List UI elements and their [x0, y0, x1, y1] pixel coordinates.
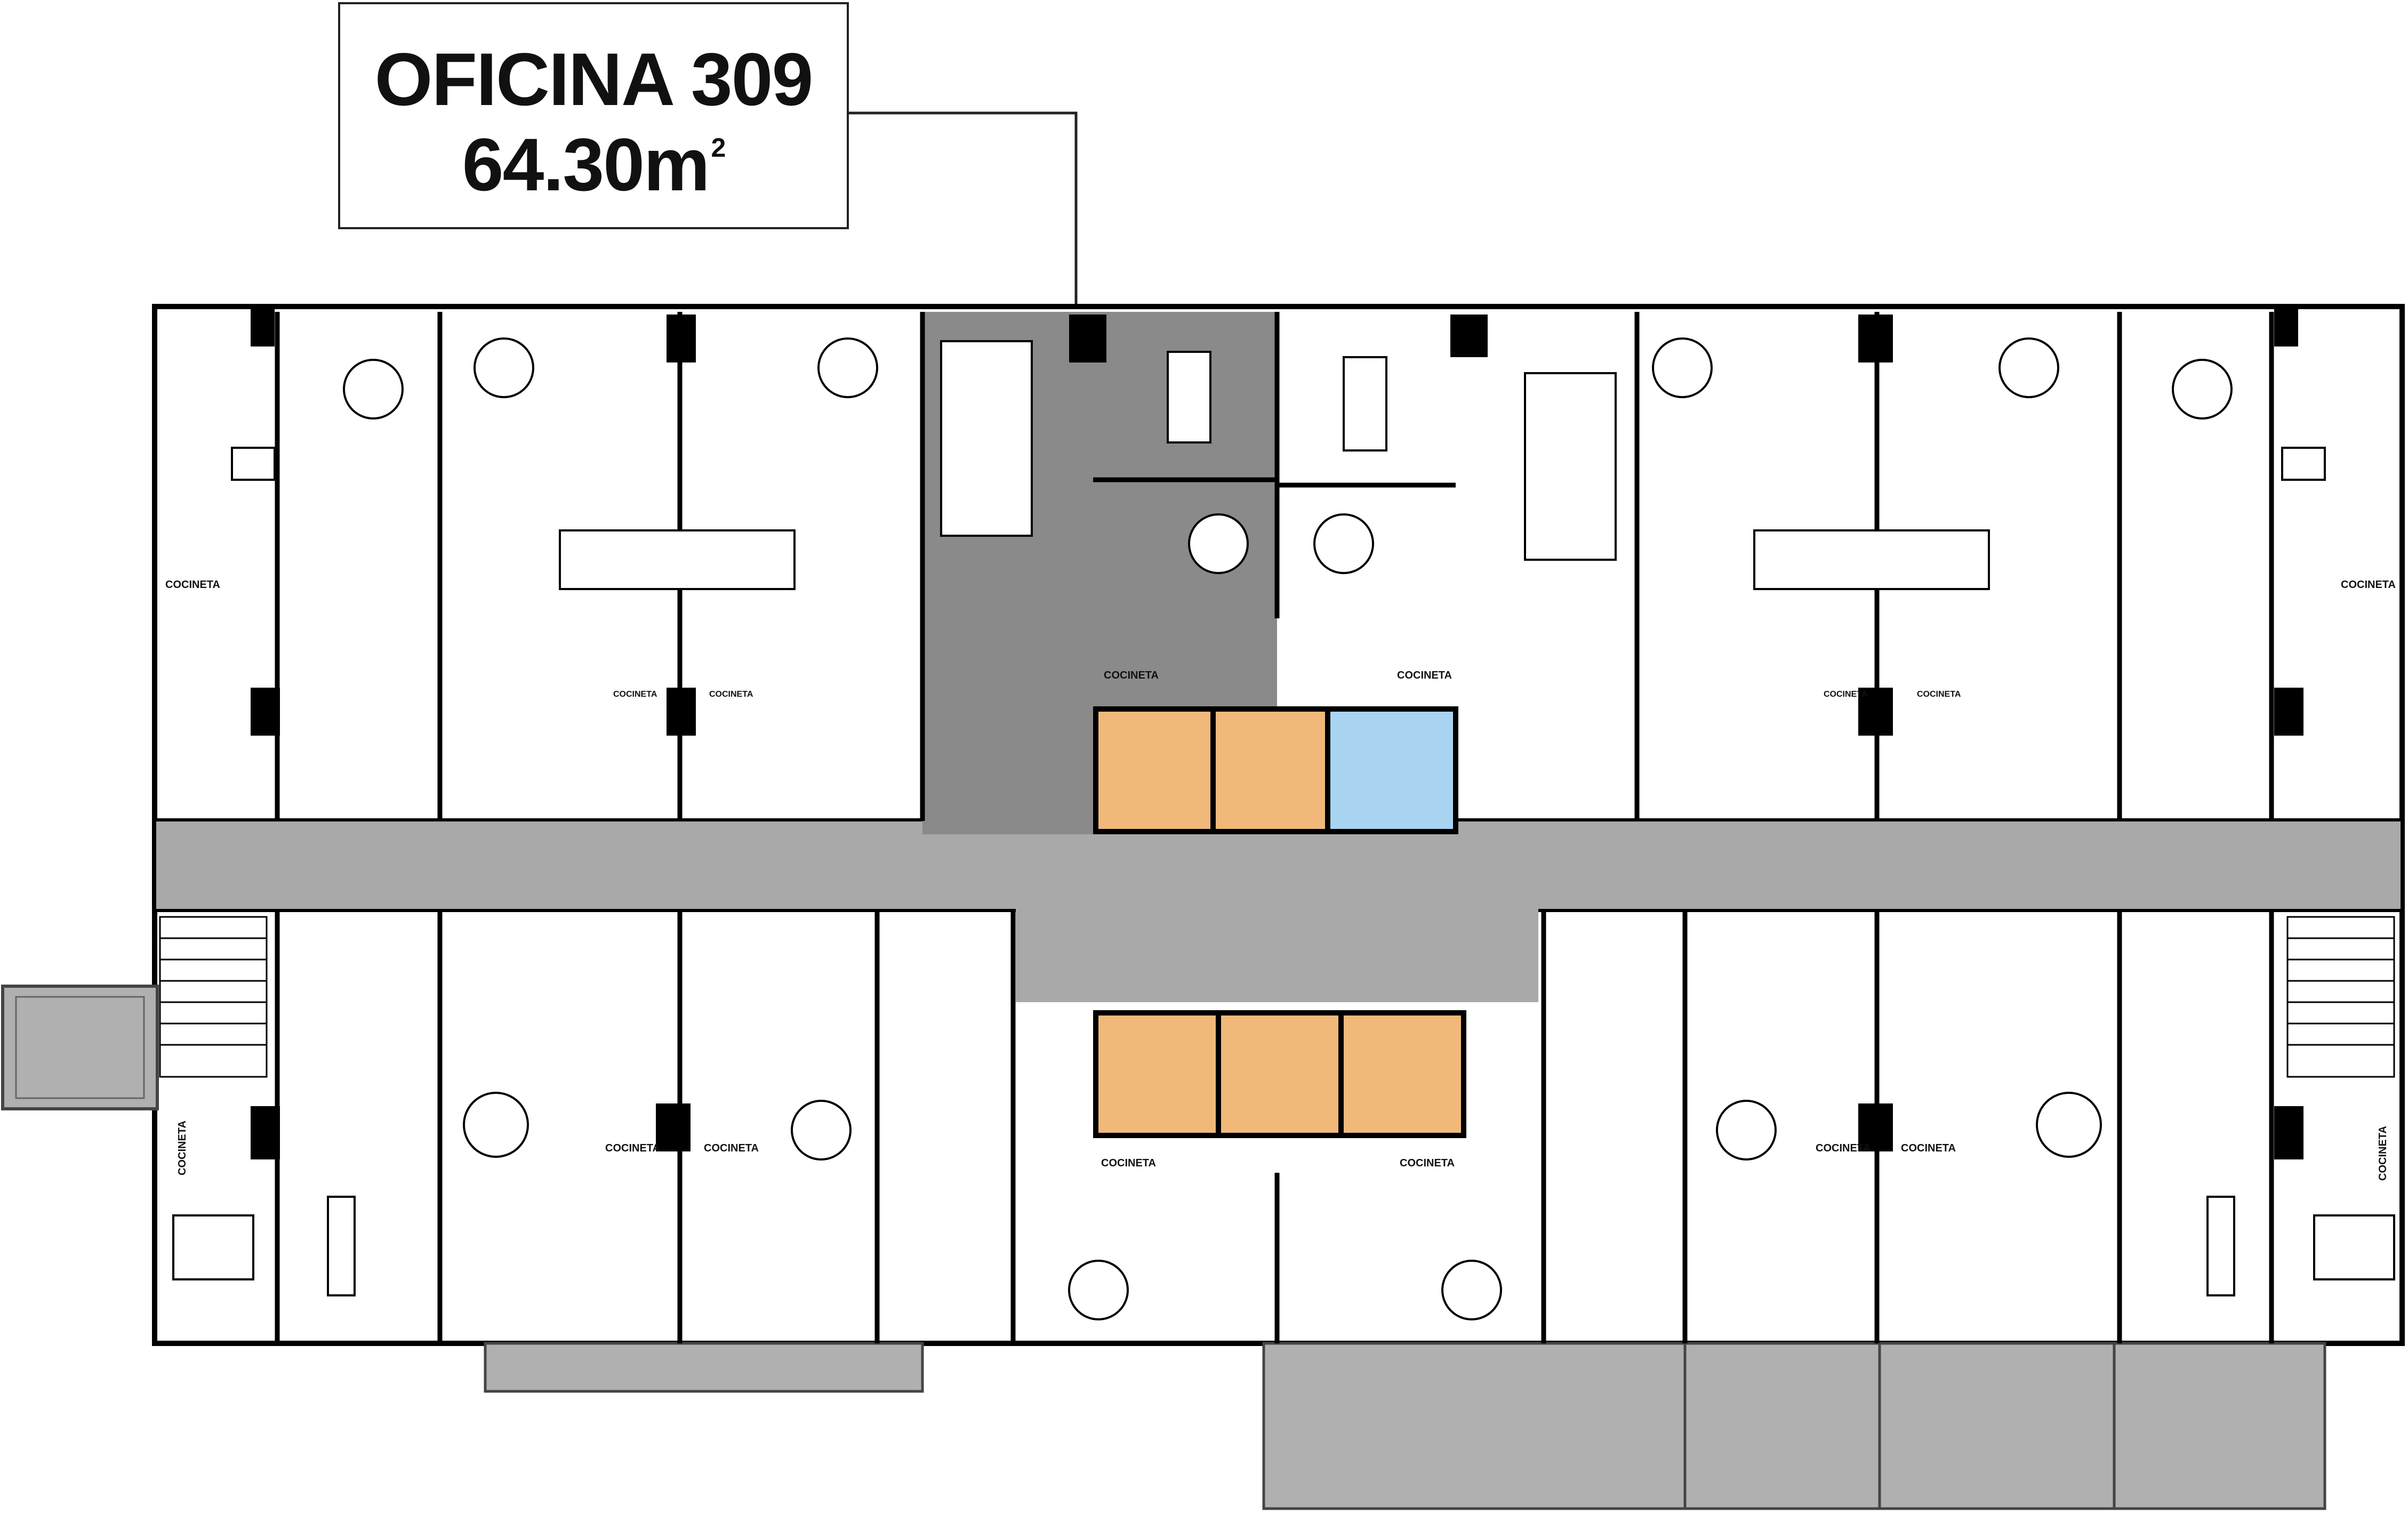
- leader-line: [849, 111, 1078, 312]
- top-office-walls: [275, 312, 2274, 821]
- left-balcony: [1, 985, 159, 1110]
- office-area-value: 64.30m: [462, 123, 710, 206]
- central-lobby: [1016, 906, 1538, 1002]
- kitchenette-label: COCINETA: [605, 1142, 660, 1154]
- service-elevator-top: [1325, 706, 1458, 834]
- kitchenette-label: COCINETA: [709, 690, 753, 699]
- kitchenette-label: COCINETA: [1824, 690, 1868, 699]
- kitchenette-label: COCINETA: [1400, 1157, 1455, 1169]
- elevator-bottom-3: [1338, 1010, 1466, 1138]
- kitchenette-label: COCINETA: [2341, 579, 2396, 591]
- elevator-top-1: [1093, 706, 1216, 834]
- meeting-tables: [343, 337, 2233, 1320]
- elevator-top-2: [1210, 706, 1330, 834]
- kitchenette-label: COCINETA: [1901, 1142, 1956, 1154]
- terrace-right: [1262, 1342, 2326, 1510]
- office-area: 64.30m2: [340, 122, 847, 208]
- work-desks: [172, 340, 2395, 1296]
- structural-columns: [251, 307, 2303, 1159]
- terrace-left: [484, 1342, 924, 1393]
- kitchenette-label: COCINETA: [2377, 1126, 2389, 1181]
- elevator-bottom-1: [1093, 1010, 1221, 1138]
- office-309-lower: [922, 608, 1093, 832]
- kitchenette-label: COCINETA: [1816, 1142, 1871, 1154]
- office-title-box: OFICINA 309 64.30m2: [338, 2, 849, 229]
- stairs-right: [2286, 916, 2395, 1078]
- office-name: OFICINA 309: [374, 37, 814, 121]
- kitchenette-label: COCINETA: [613, 690, 657, 699]
- office-area-unit-superscript: 2: [711, 133, 726, 163]
- kitchenette-label: COCINETA: [1397, 670, 1452, 681]
- stairs-left: [159, 916, 268, 1078]
- kitchenette-label: COCINETA: [704, 1142, 759, 1154]
- left-balcony-inner: [15, 996, 145, 1099]
- kitchenette-label: COCINETA: [176, 1121, 188, 1175]
- elevator-bottom-2: [1216, 1010, 1344, 1138]
- kitchenette-labels: COCINETA COCINETA COCINETA COCINETA COCI…: [165, 579, 2396, 1181]
- kitchenette-label: COCINETA: [165, 579, 220, 591]
- kitchenette-label: COCINETA: [1917, 690, 1961, 699]
- kitchenette-label: COCINETA: [1101, 1157, 1156, 1169]
- bottom-office-walls: [275, 912, 2274, 1343]
- kitchenette-label: COCINETA: [1104, 670, 1159, 681]
